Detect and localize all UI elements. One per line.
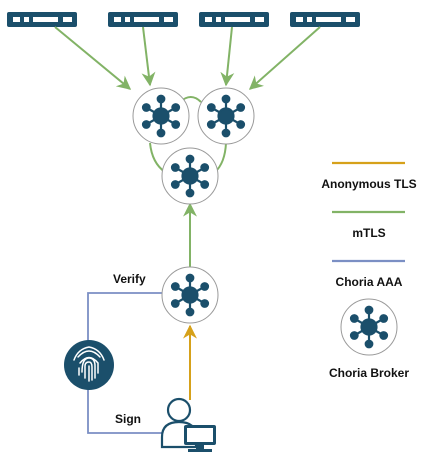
verify-label: Verify <box>113 272 146 286</box>
broker-hub-icon-4 <box>160 265 220 325</box>
broker-hub-icon-1 <box>131 86 191 146</box>
legend-label-anonymous-tls: Anonymous TLS <box>321 177 417 191</box>
mtls-connections <box>54 26 321 268</box>
legend-label-choria-broker: Choria Broker <box>328 366 410 380</box>
broker-hub-icon-2 <box>196 86 256 146</box>
server-icon-4 <box>290 12 360 27</box>
broker-hub-icon-3 <box>160 146 220 206</box>
server-icon-1 <box>7 12 77 27</box>
legend-broker-hub-icon <box>339 297 399 357</box>
legend-label-choria-aaa: Choria AAA <box>335 275 403 289</box>
server-icon-2 <box>108 12 178 27</box>
server-icon-3 <box>199 12 269 27</box>
user-workstation-icon <box>160 397 216 452</box>
legend-label-mtls: mTLS <box>352 226 386 240</box>
fingerprint-icon <box>64 340 114 390</box>
sign-label: Sign <box>115 412 141 426</box>
